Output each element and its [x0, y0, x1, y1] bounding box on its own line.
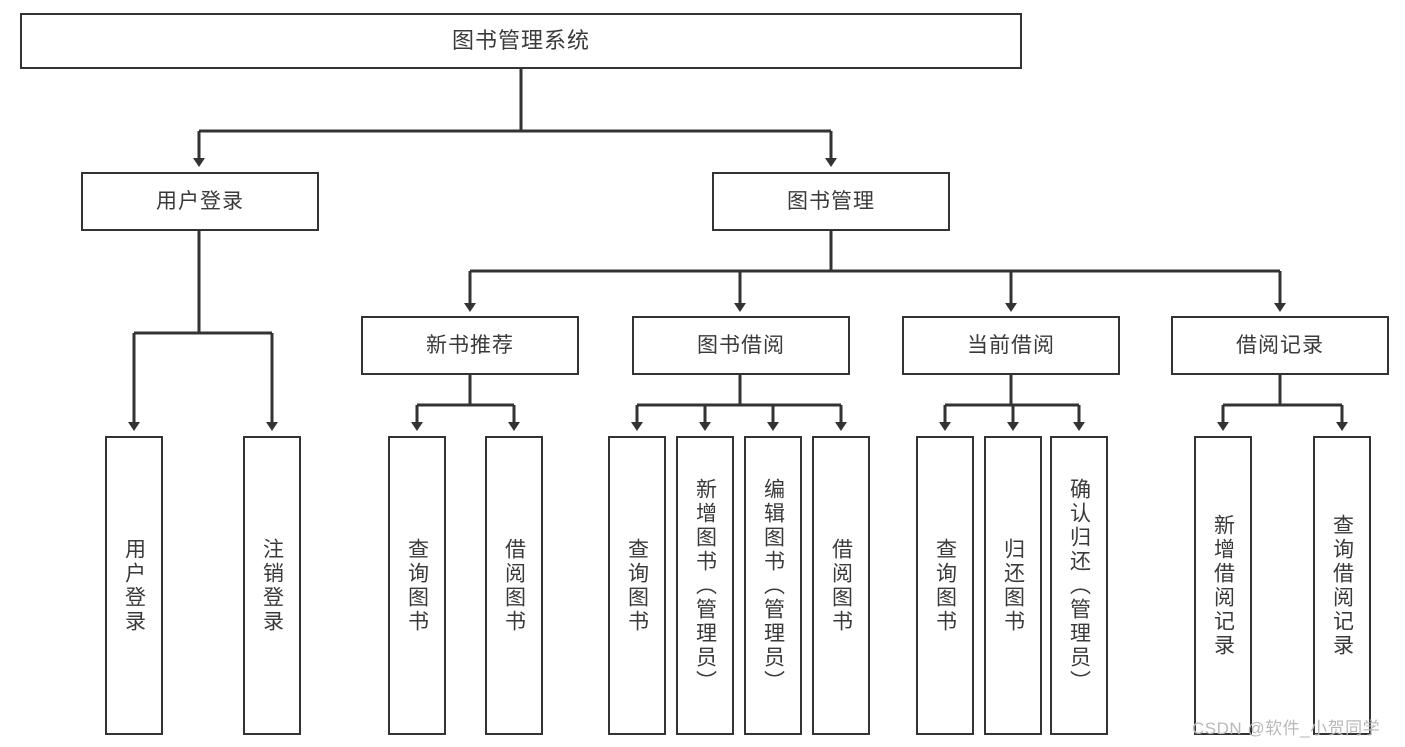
node-label: 新增借阅记录: [1211, 513, 1235, 658]
node-label: 借阅记录: [1236, 333, 1324, 357]
node-new-book-recommend[interactable]: 新书推荐: [361, 316, 579, 375]
node-label: 图书管理系统: [451, 27, 590, 53]
node-label: 确认归还（管理员）: [1067, 477, 1091, 694]
leaf-add-borrow-record[interactable]: 新增借阅记录: [1194, 436, 1252, 735]
leaf-user-logout[interactable]: 注销登录: [243, 436, 301, 735]
node-book-borrow[interactable]: 图书借阅: [632, 316, 850, 375]
node-label: 查询借阅记录: [1330, 513, 1354, 658]
node-label: 查询图书: [933, 537, 957, 634]
leaf-edit-book-admin[interactable]: 编辑图书（管理员）: [744, 436, 802, 735]
node-book-management[interactable]: 图书管理: [712, 172, 950, 231]
node-label: 注销登录: [260, 537, 284, 634]
node-label: 借阅图书: [502, 537, 526, 634]
node-borrow-record[interactable]: 借阅记录: [1171, 316, 1389, 375]
node-label: 图书管理: [787, 189, 875, 213]
node-user-login[interactable]: 用户登录: [81, 172, 319, 231]
leaf-query-book-recommend[interactable]: 查询图书: [388, 436, 446, 735]
leaf-confirm-return-admin[interactable]: 确认归还（管理员）: [1050, 436, 1108, 735]
node-label: 查询图书: [625, 537, 649, 634]
csdn-watermark: CSDN @软件_小贺同学: [1192, 719, 1381, 738]
node-current-borrow[interactable]: 当前借阅: [902, 316, 1120, 375]
leaf-query-book-current[interactable]: 查询图书: [916, 436, 974, 735]
leaf-query-book-borrow[interactable]: 查询图书: [608, 436, 666, 735]
leaf-user-login[interactable]: 用户登录: [105, 436, 163, 735]
leaf-add-book-admin[interactable]: 新增图书（管理员）: [676, 436, 734, 735]
leaf-borrow-book-recommend[interactable]: 借阅图书: [485, 436, 543, 735]
node-label: 编辑图书（管理员）: [761, 477, 785, 694]
node-label: 新增图书（管理员）: [693, 477, 717, 694]
node-label: 查询图书: [405, 537, 429, 634]
node-label: 借阅图书: [829, 537, 853, 634]
node-label: 新书推荐: [426, 333, 514, 357]
leaf-borrow-book[interactable]: 借阅图书: [812, 436, 870, 735]
node-label: 用户登录: [156, 189, 244, 213]
leaf-return-book[interactable]: 归还图书: [984, 436, 1042, 735]
node-label: 图书借阅: [697, 333, 785, 357]
leaf-query-borrow-record[interactable]: 查询借阅记录: [1313, 436, 1371, 735]
node-root[interactable]: 图书管理系统: [20, 13, 1022, 69]
node-label: 归还图书: [1001, 537, 1025, 634]
node-label: 用户登录: [122, 537, 146, 634]
node-label: 当前借阅: [967, 333, 1055, 357]
